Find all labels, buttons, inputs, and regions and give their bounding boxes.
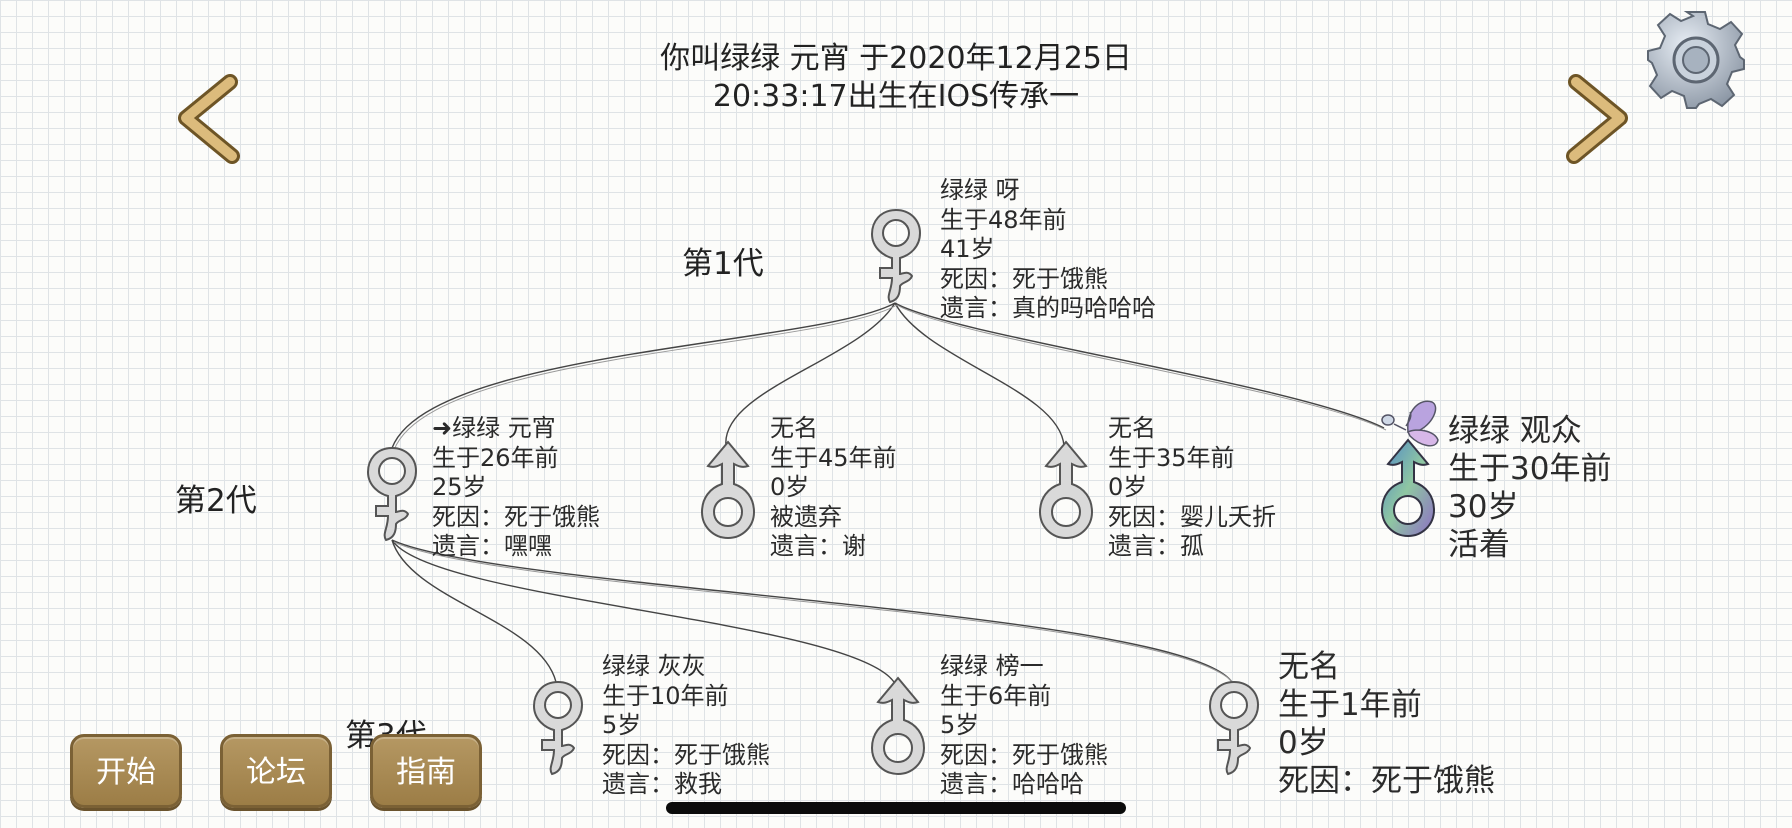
male-symbol-icon bbox=[1038, 440, 1094, 540]
person-death-cause: 死因：死于饿熊 bbox=[940, 264, 1108, 293]
person-info-p6: 绿绿 灰灰 生于10年前 5岁 死因：死于饿熊 遗言：救我 bbox=[602, 652, 770, 800]
person-age: 25岁 bbox=[432, 473, 487, 501]
person-name: 绿绿 呀 bbox=[940, 176, 1020, 204]
person-age: 0岁 bbox=[770, 473, 810, 501]
person-name: ➜绿绿 元宵 bbox=[432, 414, 556, 442]
home-indicator[interactable] bbox=[666, 802, 1126, 814]
edge-p1-p3 bbox=[725, 302, 896, 447]
male-symbol-icon bbox=[700, 440, 756, 540]
birth-info-line2: 20:33:17出生在IOS传承一 bbox=[712, 79, 1080, 114]
edge-p1-p5 bbox=[894, 302, 1385, 429]
prev-button[interactable] bbox=[168, 70, 248, 170]
person-name: 绿绿 榜一 bbox=[940, 652, 1044, 680]
person-age: 5岁 bbox=[602, 711, 642, 739]
person-death-cause: 死因：死于饿熊 bbox=[1278, 763, 1495, 799]
edge-p1-p2 bbox=[391, 302, 896, 449]
person-last-words: 遗言：嘿嘿 bbox=[432, 532, 552, 560]
person-birth: 生于35年前 bbox=[1108, 443, 1235, 472]
person-name: 绿绿 观众 bbox=[1448, 413, 1582, 449]
edge-p2-p6 bbox=[391, 539, 557, 683]
female-symbol-icon bbox=[366, 446, 418, 542]
person-age: 0岁 bbox=[1108, 473, 1148, 501]
person-birth: 生于45年前 bbox=[770, 443, 897, 472]
female-symbol-icon bbox=[1208, 680, 1260, 776]
person-last-words: 遗言：救我 bbox=[602, 770, 722, 798]
person-info-p4: 无名 生于35年前 0岁 死因：婴儿夭折 遗言：孤 bbox=[1108, 414, 1276, 562]
start-button[interactable]: 开始 bbox=[70, 734, 182, 808]
male-symbol-icon bbox=[1380, 438, 1436, 538]
person-info-p7: 绿绿 榜一 生于6年前 5岁 死因：死于饿熊 遗言：哈哈哈 bbox=[940, 652, 1108, 800]
butterfly-icon bbox=[1381, 400, 1439, 447]
generation-label-2: 第2代 bbox=[175, 483, 257, 519]
settings-button[interactable] bbox=[1644, 8, 1748, 112]
birth-info-header: 你叫绿绿 元宵 于2020年12月25日 20:33:17出生在IOS传承一 bbox=[560, 40, 1232, 116]
chevron-right-icon bbox=[1566, 74, 1628, 164]
person-name: 无名 bbox=[1278, 649, 1340, 685]
person-death-cause: 死因：死于饿熊 bbox=[940, 740, 1108, 769]
person-birth: 生于26年前 bbox=[432, 443, 559, 472]
person-birth: 生于6年前 bbox=[940, 681, 1052, 710]
guide-button[interactable]: 指南 bbox=[370, 734, 482, 808]
male-symbol-icon bbox=[870, 676, 926, 776]
edge-p2-p8 bbox=[391, 539, 1233, 683]
person-age: 41岁 bbox=[940, 235, 995, 263]
person-death-cause: 死因：死于饿熊 bbox=[602, 740, 770, 769]
person-age: 0岁 bbox=[1278, 725, 1329, 761]
person-birth: 生于48年前 bbox=[940, 205, 1067, 234]
female-symbol-icon bbox=[870, 208, 922, 304]
person-name: 无名 bbox=[770, 414, 818, 442]
person-name: 无名 bbox=[1108, 414, 1156, 442]
person-name: 绿绿 灰灰 bbox=[602, 652, 706, 680]
birth-info-line1: 你叫绿绿 元宵 于2020年12月25日 bbox=[660, 41, 1132, 76]
person-info-p8: 无名 生于1年前 0岁 死因：死于饿熊 bbox=[1278, 648, 1495, 800]
edge-p1-p4 bbox=[894, 302, 1065, 447]
person-info-p5: 绿绿 观众 生于30年前 30岁 活着 bbox=[1448, 412, 1611, 564]
female-symbol-icon bbox=[532, 680, 584, 776]
next-button[interactable] bbox=[1558, 70, 1638, 170]
person-death-cause: 被遗弃 bbox=[770, 502, 842, 531]
person-last-words: 遗言：哈哈哈 bbox=[940, 770, 1084, 798]
person-info-p3: 无名 生于45年前 0岁 被遗弃 遗言：谢 bbox=[770, 414, 897, 562]
generation-label-1: 第1代 bbox=[682, 246, 764, 282]
person-birth: 生于1年前 bbox=[1278, 687, 1422, 723]
person-birth: 生于30年前 bbox=[1448, 451, 1612, 487]
person-info-p2: ➜绿绿 元宵 生于26年前 25岁 死因：死于饿熊 遗言：嘿嘿 bbox=[432, 414, 600, 562]
person-age: 30岁 bbox=[1448, 489, 1519, 525]
person-last-words: 遗言：谢 bbox=[770, 532, 866, 560]
edge-p2-p7 bbox=[391, 539, 895, 683]
person-last-words: 遗言：真的吗哈哈哈 bbox=[940, 294, 1156, 322]
person-death-cause: 死因：死于饿熊 bbox=[432, 502, 600, 531]
gear-icon bbox=[1647, 11, 1745, 109]
person-death-cause: 死因：婴儿夭折 bbox=[1108, 502, 1276, 531]
person-age: 5岁 bbox=[940, 711, 980, 739]
chevron-left-icon bbox=[178, 74, 240, 164]
person-info-p1: 绿绿 呀 生于48年前 41岁 死因：死于饿熊 遗言：真的吗哈哈哈 bbox=[940, 176, 1156, 324]
person-last-words: 遗言：孤 bbox=[1108, 532, 1204, 560]
person-status: 活着 bbox=[1448, 527, 1510, 563]
forum-button[interactable]: 论坛 bbox=[220, 734, 332, 808]
person-birth: 生于10年前 bbox=[602, 681, 729, 710]
